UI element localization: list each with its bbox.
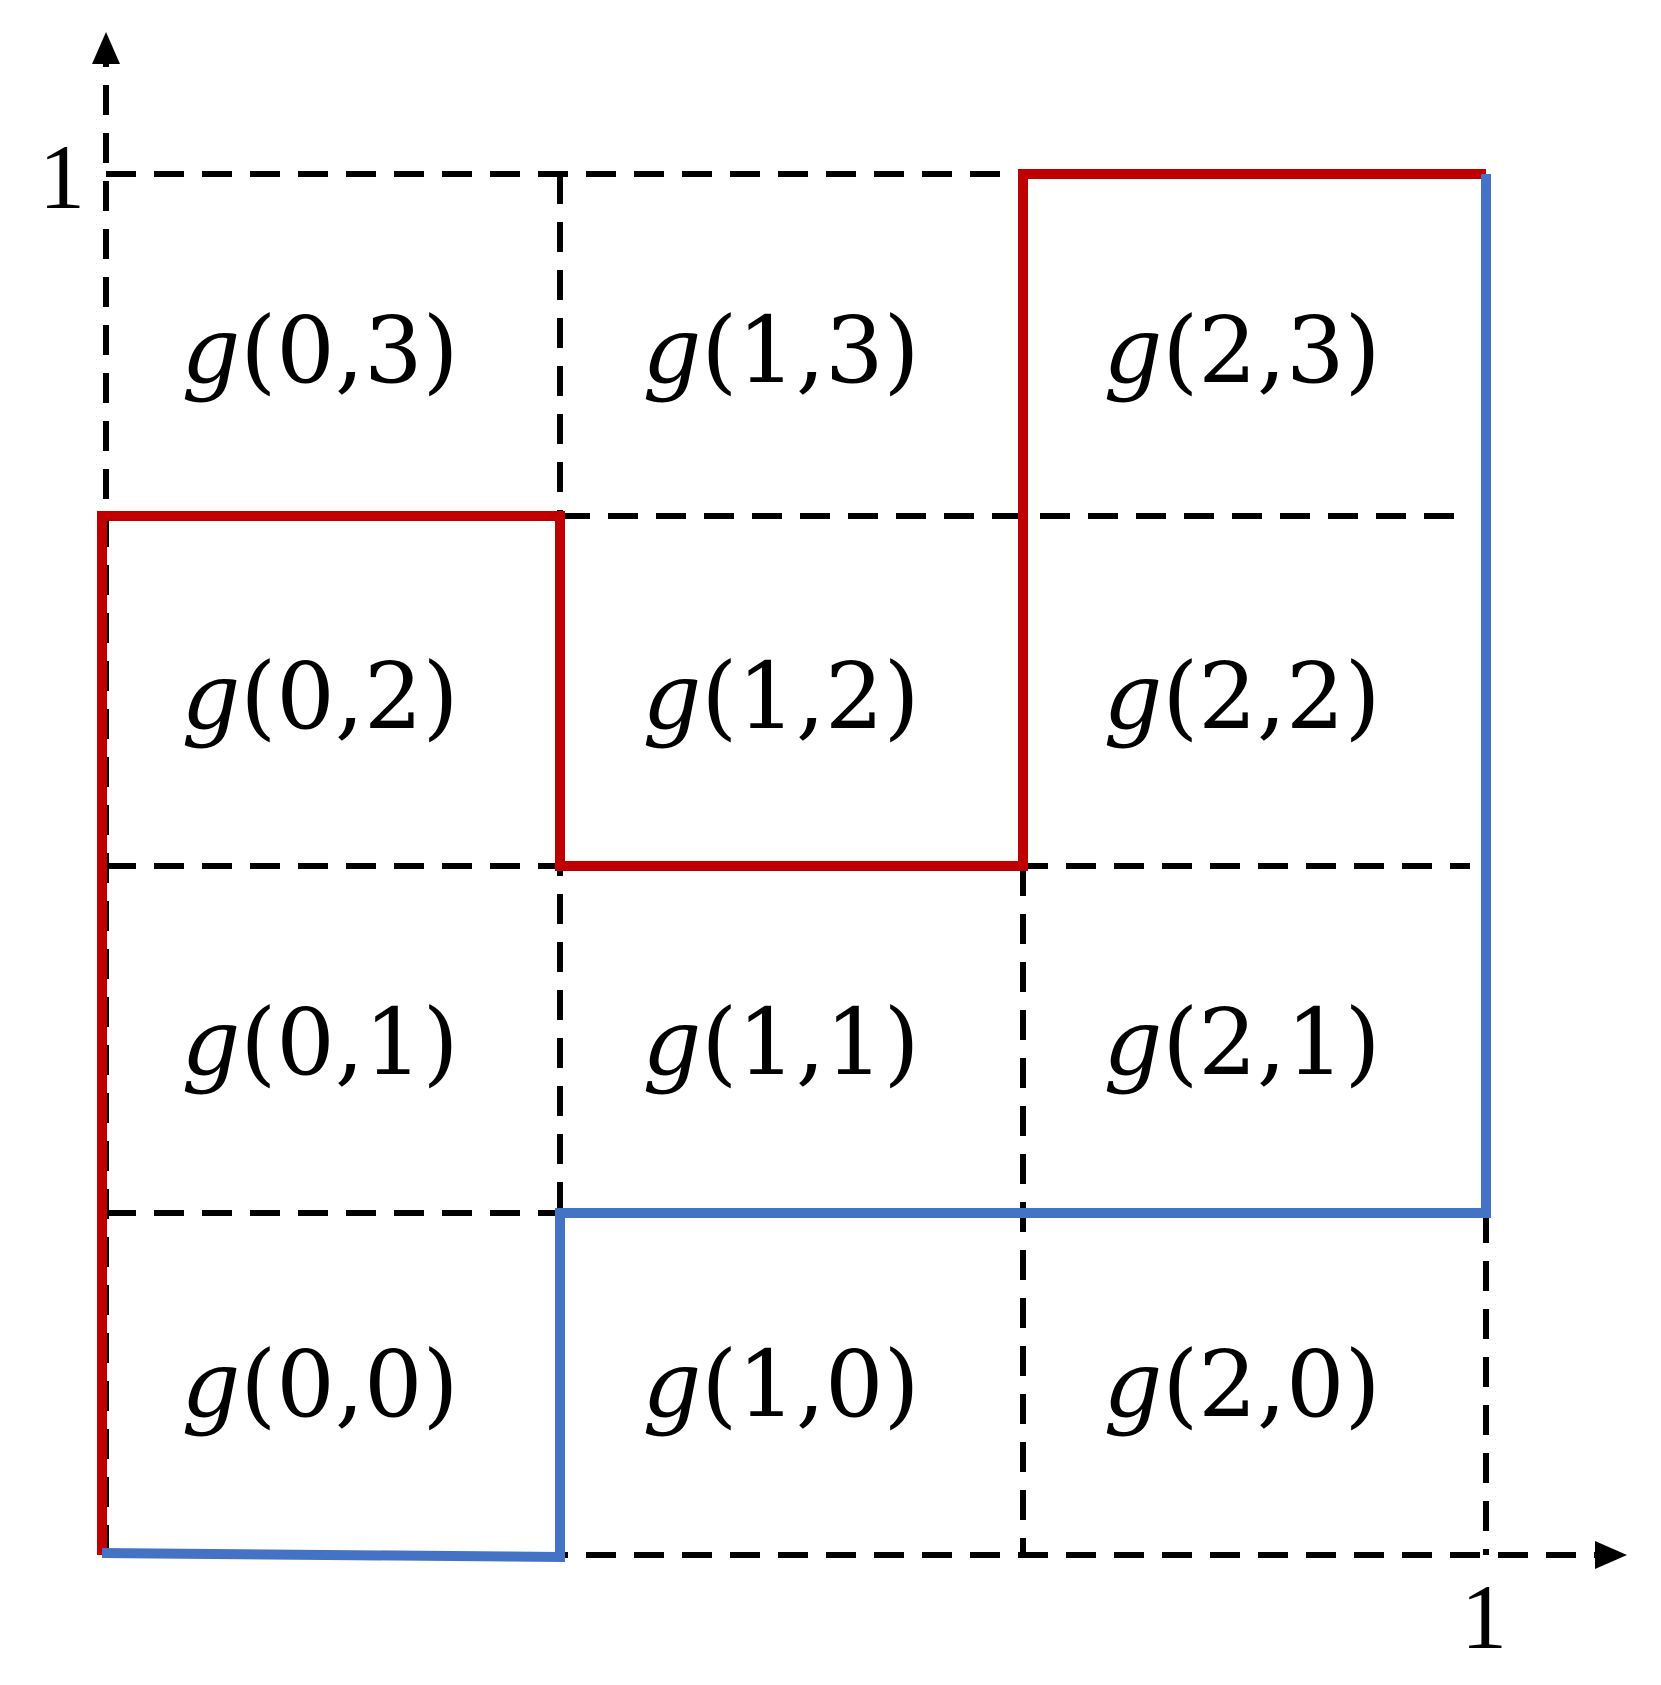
x-axis-arrow xyxy=(1595,1541,1627,1569)
red-path xyxy=(97,169,1486,1555)
cell-label: g(2,1) xyxy=(1103,989,1380,1096)
cell-label: g(2,2) xyxy=(1103,643,1380,750)
blue-path xyxy=(101,174,1491,1563)
cell-label: g(0,0) xyxy=(181,1331,458,1438)
cell-label: g(2,0) xyxy=(1103,1331,1380,1438)
x-axis-tick-label: 1 xyxy=(1461,1566,1507,1668)
cell-label: g(2,3) xyxy=(1103,297,1380,404)
cell-label: g(1,1) xyxy=(642,989,919,1096)
cell-label: g(1,2) xyxy=(642,643,919,750)
cell-label: g(1,3) xyxy=(642,297,919,404)
cell-label: g(0,2) xyxy=(181,643,458,750)
y-axis-arrow xyxy=(92,32,120,64)
cell-label: g(1,0) xyxy=(642,1331,919,1438)
cell-label: g(0,1) xyxy=(181,989,458,1096)
y-axis-tick-label: 1 xyxy=(39,126,85,228)
cell-label: g(0,3) xyxy=(181,297,458,404)
